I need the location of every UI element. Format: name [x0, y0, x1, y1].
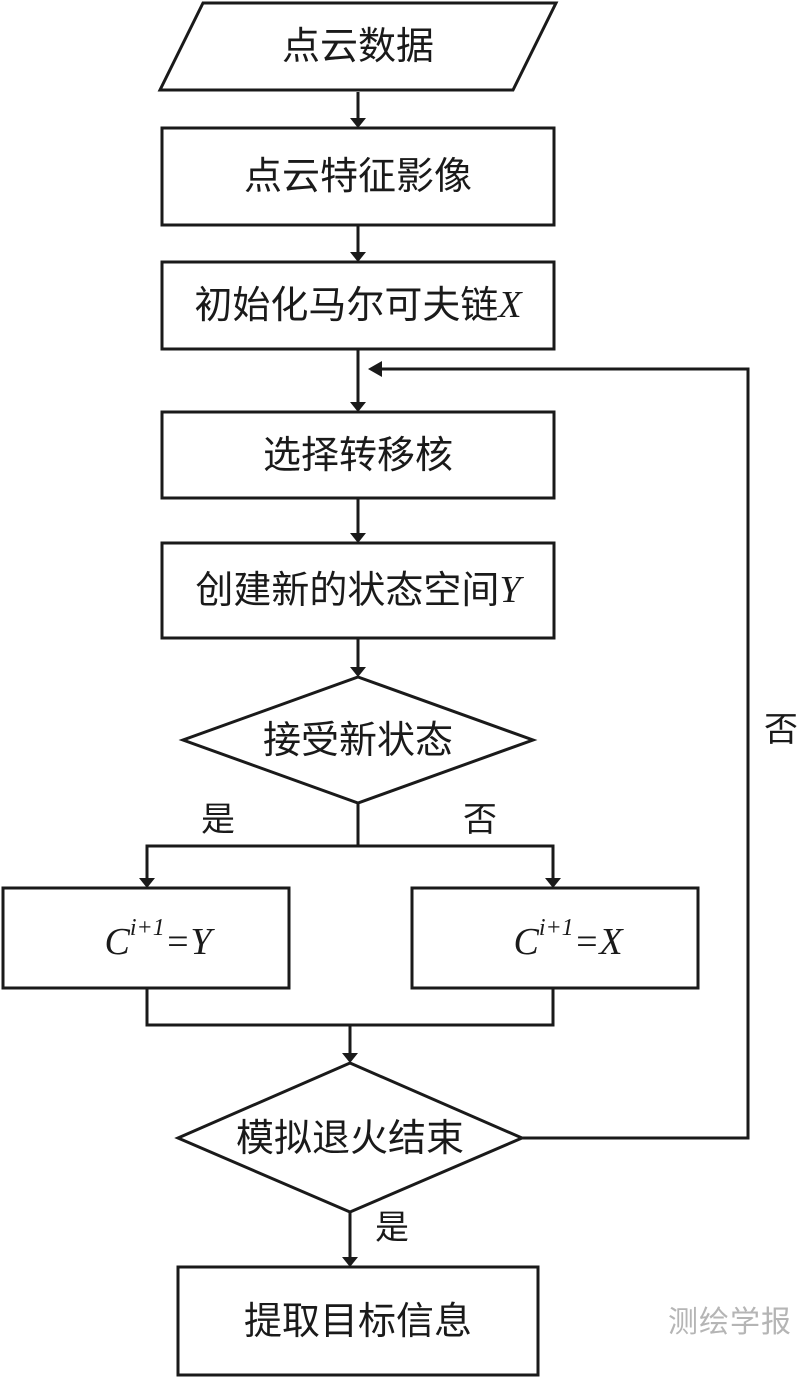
left-formula-box — [1, 886, 291, 990]
input-parallelogram — [157, 1, 559, 92]
arrowhead — [139, 878, 155, 888]
left-formula-sup: i+1 — [130, 915, 165, 941]
init-chain-box — [160, 260, 556, 351]
feature-image-box — [160, 126, 556, 227]
right-formula-base: C — [513, 921, 539, 963]
init-chain-var: X — [496, 284, 523, 326]
edge-merge-branches — [145, 988, 555, 1027]
create-state-var: Y — [499, 569, 524, 611]
arrowhead — [368, 361, 382, 377]
edge-loop-back — [380, 367, 750, 1140]
output-box — [176, 1265, 540, 1377]
feature-image-label: 点云特征影像 — [244, 154, 472, 198]
end-decision-label: 模拟退火结束 — [236, 1116, 464, 1160]
arrowhead — [350, 118, 366, 128]
create-state-label: 创建新的状态空间Y — [195, 568, 524, 612]
accept-no-label: 否 — [463, 800, 497, 840]
select-kernel-label: 选择转移核 — [263, 433, 453, 477]
output-label: 提取目标信息 — [244, 1299, 472, 1343]
create-state-text: 创建新的状态空间 — [195, 568, 499, 612]
arrowhead — [342, 1053, 358, 1063]
loop-no-label: 否 — [764, 710, 798, 750]
left-formula-rhs: =Y — [165, 921, 216, 963]
accept-decision-diamond — [178, 675, 538, 805]
arrowhead — [350, 252, 366, 262]
right-formula-sup: i+1 — [539, 915, 574, 941]
input-label: 点云数据 — [282, 24, 434, 68]
edge-accept-no-branch — [358, 844, 555, 878]
connector-lines — [145, 92, 750, 1257]
create-state-box — [160, 541, 556, 640]
arrowhead — [350, 402, 366, 412]
end-yes-label: 是 — [375, 1208, 409, 1248]
journal-watermark: 测绘学报 — [668, 1305, 792, 1340]
arrowheads — [139, 118, 561, 1267]
left-formula: Ci+1=Y — [104, 915, 215, 963]
arrowhead — [545, 878, 561, 888]
arrowhead — [342, 1257, 358, 1267]
init-chain-label: 初始化马尔可夫链X — [194, 283, 523, 327]
arrowhead — [350, 667, 366, 677]
edge-accept-yes-branch — [145, 803, 360, 878]
right-formula-rhs: =X — [574, 921, 625, 963]
right-formula: Ci+1=X — [513, 915, 624, 963]
accept-decision-label: 接受新状态 — [263, 718, 453, 762]
select-kernel-box — [160, 410, 556, 500]
left-formula-base: C — [104, 921, 130, 963]
init-chain-text: 初始化马尔可夫链 — [194, 283, 498, 327]
end-decision-diamond — [174, 1061, 526, 1214]
right-formula-box — [410, 886, 700, 990]
accept-yes-label: 是 — [201, 800, 235, 840]
arrowhead — [350, 533, 366, 543]
